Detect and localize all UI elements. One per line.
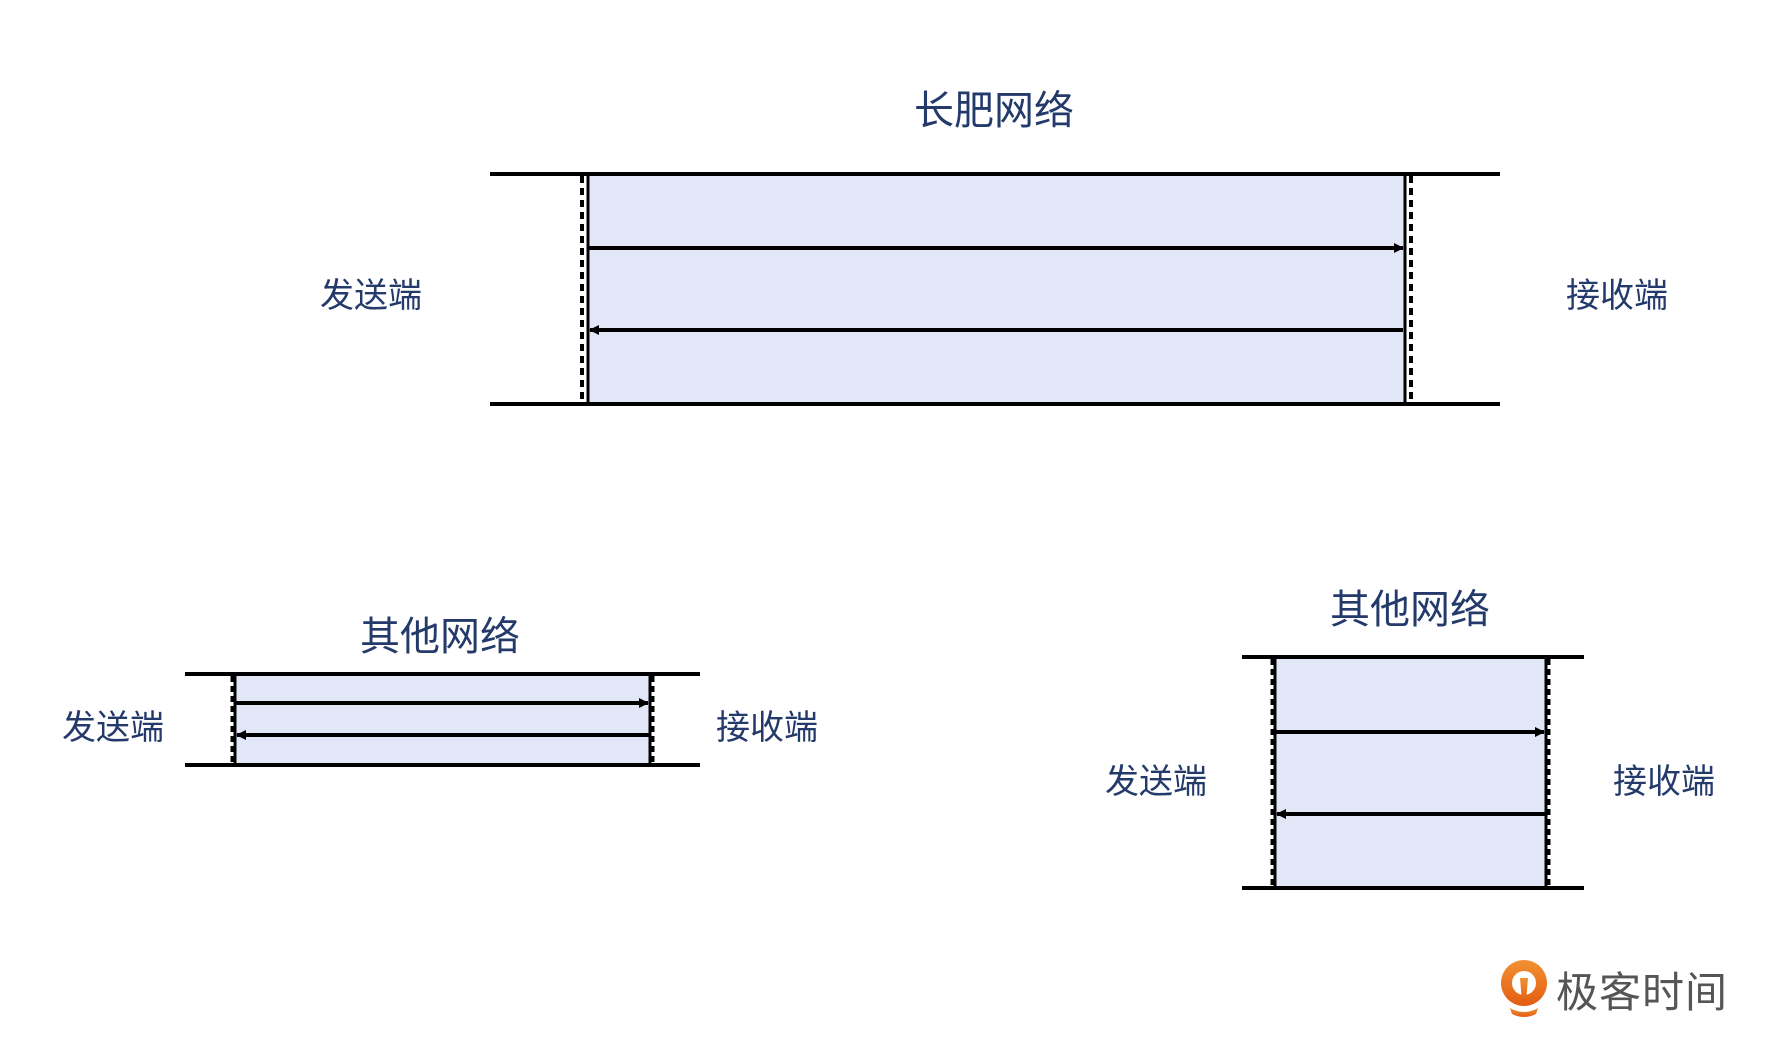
receiver-label: 接收端 [1566,276,1668,316]
other-network-short-pipe [1242,655,1584,890]
pipe-body [234,674,650,765]
receiver-label: 接收端 [1613,762,1715,802]
sender-label: 发送端 [1105,762,1207,802]
diagram-title-long-fat-network: 长肥网络 [914,88,1074,134]
diagram-title-other-network: 其他网络 [1330,587,1490,633]
pipe-body [587,174,1406,404]
geektime-logo-text: 极客时间 [1556,967,1729,1017]
diagram-title-other-network: 其他网络 [360,614,520,660]
geektime-logo-icon [1501,960,1547,1017]
sender-label: 发送端 [320,276,422,316]
pipe-body [1274,657,1547,888]
geektime-watermark: 极客时间 [1498,958,1728,1020]
sender-label: 发送端 [62,708,164,748]
receiver-label: 接收端 [716,708,818,748]
long-fat-network-pipe [490,172,1500,406]
other-network-narrow-pipe [185,672,700,767]
